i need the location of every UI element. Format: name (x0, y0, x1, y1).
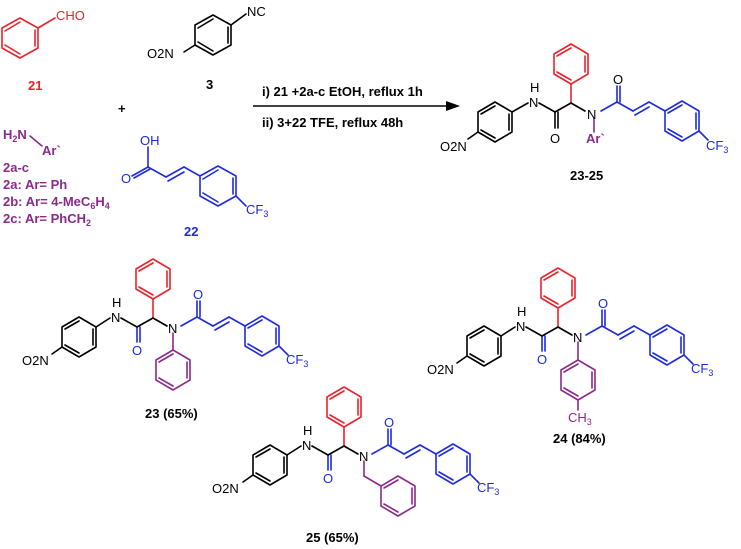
amine-range-label: 2a-c (3, 160, 29, 175)
compound-21-label: 21 (28, 78, 42, 93)
condition-step-1: i) 21 +2a-c EtOH, reflux 1h (262, 84, 423, 99)
p25-nh-n-label: N (302, 438, 311, 453)
amine-ar-label: Ar` (42, 143, 61, 158)
compound-22-label: 22 (184, 224, 198, 239)
isocyanide-nitro-label: O2N (147, 46, 174, 61)
p25-cinnamoyl-o-label: O (384, 415, 394, 430)
condition-step-2: ii) 3+22 TFE, reflux 48h (262, 115, 403, 130)
reaction-arrow-head (446, 101, 460, 111)
p25-nh-h-label: H (303, 423, 312, 438)
cinnamic-acid-structure (131, 146, 247, 207)
p24-nh-h-label: H (517, 304, 526, 319)
p24-n-label: N (573, 330, 582, 345)
gp-nh-n-label: N (529, 95, 538, 110)
p23-cinnamoyl-o-label: O (193, 287, 203, 302)
gp-amide-o-label: O (550, 131, 560, 146)
benzaldehyde-structure (1, 17, 56, 59)
p25-cf3-label: CF3 (477, 480, 499, 497)
p23-nh-h-label: H (112, 295, 121, 310)
gp-nitro-label: O2N (440, 139, 467, 154)
p23-cf3-label: CF3 (286, 352, 308, 369)
p25-amide-o-label: O (323, 471, 333, 486)
general-product-label: 23-25 (570, 168, 603, 183)
product-24-label: 24 (84%) (553, 431, 606, 446)
gp-cf3-label: CF3 (706, 138, 728, 155)
p24-nh-n-label: N (516, 319, 525, 334)
p24-amide-o-label: O (537, 352, 547, 367)
gp-n-label: N (587, 107, 596, 122)
aldehyde-group-label: CHO (56, 8, 85, 23)
p25-nitro-label: O2N (212, 481, 239, 496)
product-25-structure (242, 386, 480, 517)
product-23-structure (51, 258, 289, 391)
plus-sign: + (118, 101, 126, 116)
p23-nh-n-label: N (111, 310, 120, 325)
acid-carbonyl-o-label: O (121, 171, 131, 186)
p24-cinnamoyl-o-label: O (598, 296, 608, 311)
product-25-label: 25 (65%) (306, 530, 359, 545)
p23-amide-o-label: O (132, 343, 142, 358)
product-23-label: 23 (65%) (145, 406, 198, 421)
amine-formula: H2N (3, 127, 27, 144)
acid-oh-label: OH (140, 133, 160, 148)
amine-variant-2c: 2c: Ar= PhCH2 (3, 211, 91, 228)
compound-3-label: 3 (206, 77, 213, 92)
isocyanide-structure (183, 13, 247, 56)
isocyanide-group-label: NC (247, 4, 266, 19)
product-24-structure (456, 267, 694, 411)
gp-ar-label: Ar` (586, 131, 605, 146)
p24-methyl-label: CH3 (568, 410, 592, 427)
amine-variant-2b: 2b: Ar= 4-MeC6H4 (3, 194, 110, 211)
p24-cf3-label: CF3 (691, 361, 713, 378)
p24-nitro-label: O2N (427, 362, 454, 377)
general-product-structure (467, 43, 709, 143)
amine-variant-2a: 2a: Ar= Ph (3, 177, 67, 192)
gp-cinnamoyl-o-label: O (613, 72, 623, 87)
gp-nh-h-label: H (530, 80, 539, 95)
p25-n-label: N (359, 449, 368, 464)
acid-cf3-label: CF3 (246, 202, 268, 219)
p23-nitro-label: O2N (22, 353, 49, 368)
p23-n-label: N (168, 321, 177, 336)
